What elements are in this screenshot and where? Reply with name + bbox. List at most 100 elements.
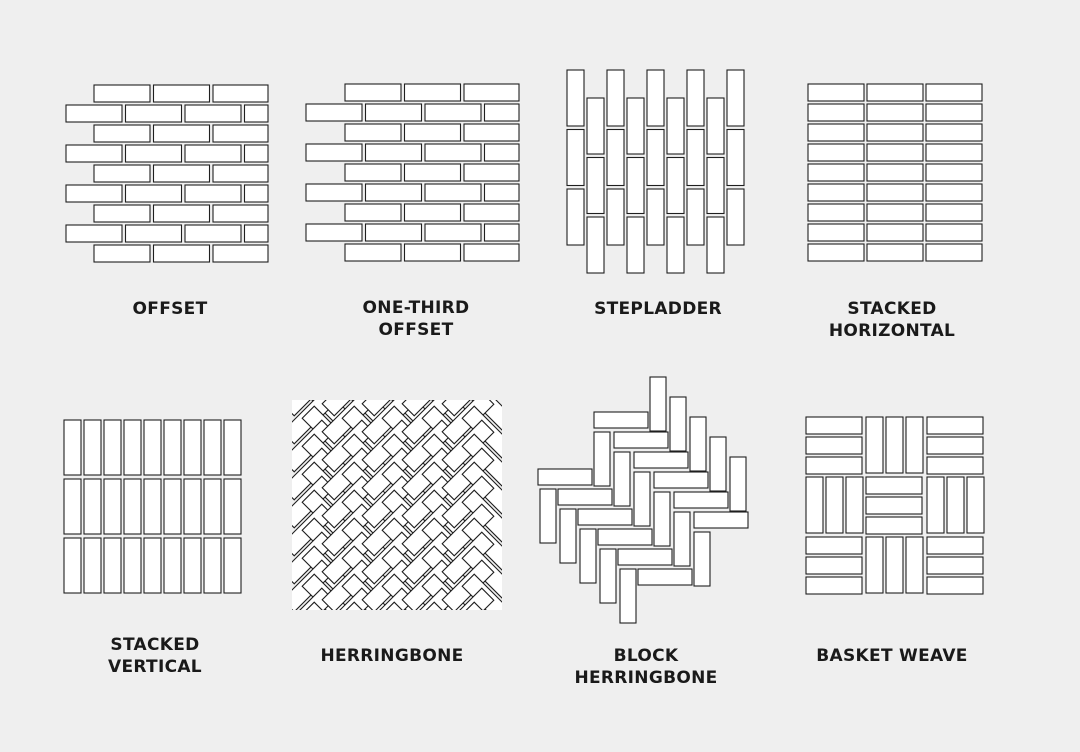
tile bbox=[865, 476, 923, 495]
tile bbox=[566, 128, 585, 187]
tile bbox=[212, 164, 269, 183]
tile bbox=[424, 103, 482, 122]
tile bbox=[689, 416, 707, 472]
tile bbox=[693, 511, 749, 529]
tile bbox=[726, 188, 745, 246]
label-line: STACKED bbox=[847, 299, 937, 319]
tile bbox=[341, 601, 395, 610]
tile bbox=[183, 537, 202, 594]
tile bbox=[925, 83, 983, 102]
tile bbox=[905, 536, 924, 594]
tile bbox=[866, 183, 924, 202]
tile bbox=[926, 456, 984, 475]
tile bbox=[103, 537, 122, 594]
tile bbox=[726, 128, 745, 187]
tile bbox=[93, 84, 151, 103]
label-line: HORIZONTAL bbox=[828, 321, 956, 341]
tile bbox=[866, 203, 924, 222]
tile bbox=[866, 163, 924, 182]
tile bbox=[123, 478, 142, 535]
tile bbox=[807, 143, 865, 162]
tile bbox=[381, 601, 435, 610]
tile bbox=[223, 478, 242, 535]
tile bbox=[805, 416, 863, 435]
tile bbox=[926, 556, 984, 575]
tile bbox=[403, 83, 462, 102]
tile bbox=[483, 223, 520, 242]
tile bbox=[729, 456, 747, 512]
tile bbox=[403, 203, 462, 222]
tile bbox=[539, 488, 557, 544]
tile bbox=[666, 216, 685, 274]
tile bbox=[124, 184, 183, 203]
tile bbox=[653, 491, 671, 547]
tile bbox=[65, 144, 123, 163]
tile bbox=[905, 416, 924, 474]
tile bbox=[344, 163, 402, 182]
label-line: BASKET WEAVE bbox=[816, 646, 968, 666]
tile bbox=[926, 416, 984, 435]
tile bbox=[361, 400, 415, 417]
tile bbox=[925, 123, 983, 142]
tile bbox=[163, 478, 182, 535]
pattern-label-stacked-vertical: STACKED VERTICAL bbox=[35, 634, 275, 678]
tile bbox=[646, 128, 665, 187]
tile bbox=[805, 576, 863, 595]
tile bbox=[152, 84, 211, 103]
pattern-stacked-vertical bbox=[63, 419, 242, 594]
tile bbox=[184, 224, 242, 243]
tile bbox=[305, 183, 363, 202]
tile bbox=[424, 223, 482, 242]
pattern-label-herringbone: HERRINGBONE bbox=[272, 645, 512, 667]
tile bbox=[143, 537, 162, 594]
tile bbox=[566, 188, 585, 246]
tile bbox=[866, 223, 924, 242]
tile bbox=[243, 184, 269, 203]
tile bbox=[606, 188, 625, 246]
tile bbox=[123, 419, 142, 476]
tile bbox=[124, 104, 183, 123]
tile bbox=[184, 144, 242, 163]
tile bbox=[305, 223, 363, 242]
pattern-label-stepladder: STEPLADDER bbox=[538, 298, 778, 320]
tile bbox=[184, 184, 242, 203]
tile bbox=[183, 419, 202, 476]
tile bbox=[152, 204, 211, 223]
tile bbox=[646, 69, 665, 127]
tile bbox=[537, 468, 593, 486]
tile bbox=[807, 163, 865, 182]
tile bbox=[559, 508, 577, 564]
tile bbox=[637, 568, 693, 586]
tile bbox=[463, 123, 520, 142]
tile bbox=[292, 400, 335, 417]
tile bbox=[463, 243, 520, 262]
tile bbox=[669, 396, 687, 452]
tile bbox=[805, 476, 824, 534]
tile bbox=[344, 203, 402, 222]
tile bbox=[726, 69, 745, 127]
tile bbox=[925, 243, 983, 262]
tile bbox=[184, 104, 242, 123]
tile bbox=[805, 536, 863, 555]
tile bbox=[686, 128, 705, 187]
tile bbox=[925, 203, 983, 222]
tile bbox=[807, 103, 865, 122]
tile bbox=[646, 188, 665, 246]
pattern-herringbone bbox=[292, 400, 502, 610]
tile bbox=[152, 244, 211, 263]
tile bbox=[866, 143, 924, 162]
tile bbox=[966, 476, 985, 534]
tile bbox=[865, 496, 923, 515]
tile bbox=[93, 244, 151, 263]
tile bbox=[925, 143, 983, 162]
tile bbox=[65, 184, 123, 203]
tile bbox=[865, 516, 923, 535]
pattern-one-third-offset bbox=[305, 83, 520, 262]
tile bbox=[65, 104, 123, 123]
tile bbox=[807, 243, 865, 262]
tile bbox=[586, 97, 605, 155]
pattern-offset bbox=[65, 84, 269, 263]
tile bbox=[93, 164, 151, 183]
tile bbox=[305, 103, 363, 122]
